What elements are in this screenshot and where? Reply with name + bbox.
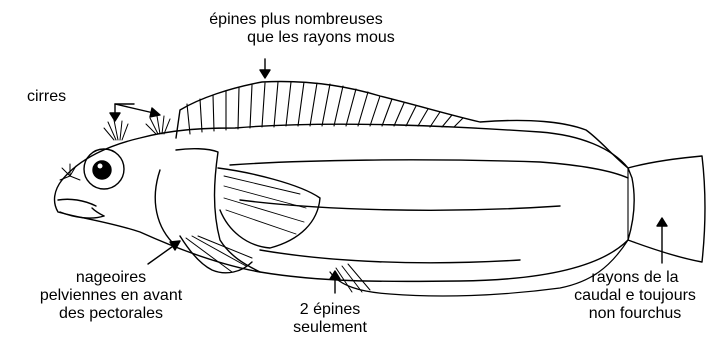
fish-body-outline <box>55 124 635 281</box>
arrow-spines-head <box>260 70 270 78</box>
label-two-spines-line2: seulement <box>275 319 385 337</box>
eye-highlight <box>98 164 103 169</box>
lateral-line-upper <box>230 160 628 178</box>
label-cirri: cirres <box>27 88 66 106</box>
lateral-line-lower <box>260 250 520 263</box>
label-pelvic-line1: nageoires <box>2 269 220 287</box>
arrow-pelvic <box>148 244 176 264</box>
arrow-caudal-head <box>657 218 667 226</box>
label-spines: épines plus nombreuses que les rayons mo… <box>176 11 416 47</box>
pectoral-rays <box>224 176 306 234</box>
cirri-tuft-left <box>104 120 128 140</box>
label-caudal-line3: non fourchus <box>560 305 709 323</box>
label-cirri-line1: cirres <box>27 88 66 106</box>
label-caudal-rays: rayons de la caudal e toujours non fourc… <box>560 269 709 323</box>
lateral-line-mid <box>240 200 560 210</box>
eye-inner <box>93 161 111 179</box>
label-caudal-line1: rayons de la <box>560 269 709 287</box>
arrow-cirri-head-2 <box>150 108 160 117</box>
cirri-tuft-right <box>146 116 170 134</box>
label-spines-line1: épines plus nombreuses <box>176 11 416 29</box>
gill-cover <box>176 149 260 272</box>
upper-jaw <box>58 199 96 206</box>
mouth-detail <box>92 208 104 216</box>
label-pelvic-fins: nageoires pelviennes en avant des pector… <box>2 269 220 323</box>
label-pelvic-line2: pelviennes en avant <box>2 287 220 305</box>
cirri-tuft-nose <box>60 164 80 180</box>
label-two-spines-line1: 2 épines <box>275 301 385 319</box>
label-two-spines: 2 épines seulement <box>275 301 385 337</box>
label-caudal-line2: caudal e toujours <box>560 287 709 305</box>
label-spines-line2: que les rayons mous <box>176 29 416 47</box>
label-pelvic-line3: des pectorales <box>2 305 220 323</box>
caudal-fin <box>628 156 705 262</box>
arrow-cirri-head-1 <box>110 113 120 121</box>
preopercle <box>155 170 176 246</box>
